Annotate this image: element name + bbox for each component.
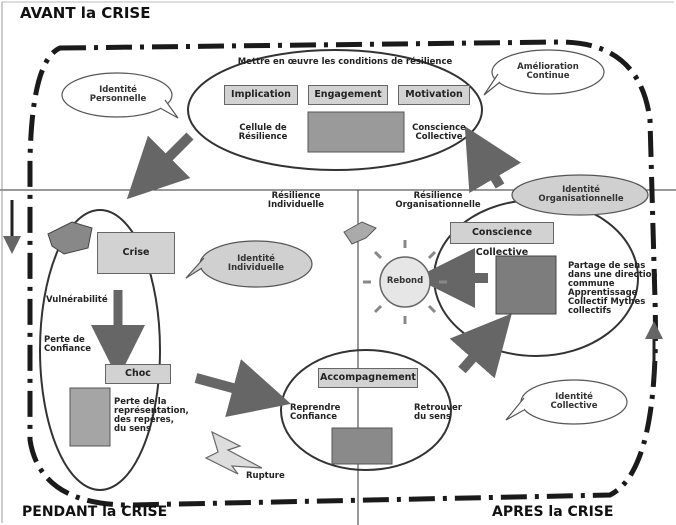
retrouver-label: Retrouver du sens <box>414 403 462 422</box>
image-jumper <box>343 221 377 245</box>
section-during: PENDANT la CRISE <box>22 504 168 520</box>
choc-box: Choc <box>105 364 171 384</box>
rupture-lightning <box>204 430 263 475</box>
arrow-choc-to-accompagnement <box>194 359 291 418</box>
section-after: APRES la CRISE <box>492 504 614 520</box>
arrow-right-to-top <box>464 126 522 194</box>
button-implication: Implication <box>224 85 298 105</box>
arrow-top-to-left <box>126 132 194 200</box>
section-before: AVANT la CRISE <box>20 4 151 22</box>
reprendre-label: Reprendre Confiance <box>290 403 341 422</box>
resilience-individuelle: Résilience Individuelle <box>267 191 325 210</box>
cycle-loop <box>27 39 658 508</box>
top-ellipse <box>187 49 483 171</box>
image-top-collage <box>307 111 405 153</box>
bubble-identite-collective-shape <box>505 379 628 425</box>
vulnerabilite-label: Vulnérabilité <box>46 295 108 305</box>
bubble-identite-personnelle: Identité Personnelle <box>89 85 147 105</box>
image-stairs <box>331 427 393 465</box>
conscience-collective-box: Conscience Collective <box>450 222 554 258</box>
rupture-label: Rupture <box>246 471 285 481</box>
left-ellipse <box>39 209 161 491</box>
top-heading: Mettre en œuvre les conditions de résili… <box>237 57 453 67</box>
image-choc-figure <box>69 387 111 447</box>
perte-representation-label: Perte de la représentation, des repères,… <box>114 397 189 434</box>
image-crise-hands <box>47 221 93 255</box>
button-motivation: Motivation <box>398 85 470 105</box>
bubble-amelioration: Amélioration Continue <box>517 62 579 82</box>
arrow-bottom-to-right <box>449 313 512 379</box>
rebond-label: Rebond <box>386 276 424 286</box>
partage-label: Partage de sens dans une direction commu… <box>568 261 658 316</box>
accompagnement-box: Accompagnement <box>318 368 418 388</box>
bubble-amelioration-shape <box>483 49 605 96</box>
button-engagement: Engagement <box>308 85 388 105</box>
perte-confiance-label: Perte de Confiance <box>44 335 92 354</box>
bubble-identite-collective: Identité Collective <box>550 392 598 412</box>
rebond-sun <box>363 240 447 324</box>
cellule-label: Cellule de Résilience <box>238 123 288 142</box>
bubble-identite-organisationnelle: Identité Organisationnelle <box>538 185 624 205</box>
bubble-identite-individuelle: Identité Individuelle <box>227 254 285 274</box>
bubble-identite-individuelle-shape <box>185 240 313 288</box>
resilience-organisationnelle: Résilience Organisationnelle <box>395 191 481 210</box>
crise-box: Crise <box>97 232 175 274</box>
bubble-identite-organisationnelle-shape <box>511 174 649 216</box>
conscience-label: Conscience Collective <box>412 123 466 142</box>
image-crowd <box>495 255 557 315</box>
bubble-identite-personnelle-shape <box>61 72 179 119</box>
